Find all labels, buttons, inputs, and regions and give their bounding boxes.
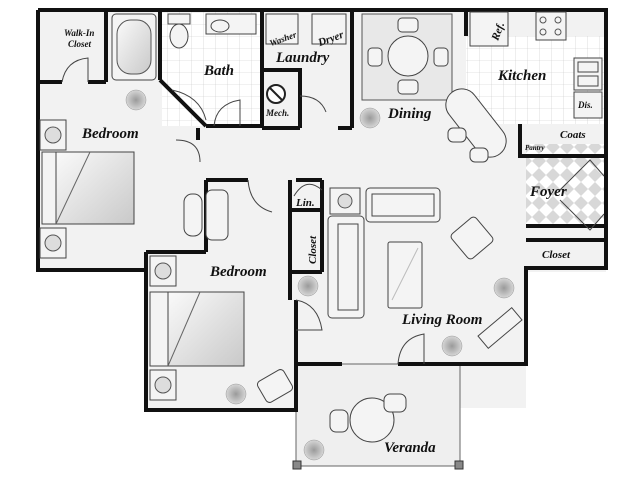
washer-box xyxy=(265,13,299,45)
mech-unit xyxy=(266,84,286,104)
coats-label: Coats xyxy=(560,129,586,141)
stove xyxy=(535,11,567,41)
veranda-posts xyxy=(292,460,464,470)
linen-label: Lin. xyxy=(295,197,315,209)
second-chair xyxy=(256,369,294,403)
mech-label: Mech. xyxy=(265,108,289,118)
master-chair xyxy=(183,189,229,241)
kitchen-label: Kitchen xyxy=(497,68,546,84)
coffee-table xyxy=(387,241,423,309)
bath-label: Bath xyxy=(203,63,234,79)
nightstand-2b xyxy=(149,369,177,401)
doors xyxy=(61,57,605,365)
dining-table xyxy=(367,17,449,95)
dryer-box xyxy=(311,13,347,45)
dishwasher-label: Dis. xyxy=(577,100,593,110)
second-bed xyxy=(149,291,245,367)
laundry-label: Laundry xyxy=(275,50,330,66)
master-bedroom-label: Bedroom xyxy=(81,126,139,142)
walls xyxy=(36,8,608,412)
foyer-label: Foyer xyxy=(529,184,567,200)
nightstand-bottom xyxy=(39,227,67,259)
walk-in-closet-label-2: Closet xyxy=(68,39,92,49)
nightstand-top xyxy=(39,119,67,151)
armchair xyxy=(450,216,494,260)
pantry-label: Pantry xyxy=(525,144,545,152)
side-table xyxy=(329,187,361,215)
veranda-table xyxy=(329,393,407,443)
kitchen-island xyxy=(445,88,507,163)
veranda-label: Veranda xyxy=(384,440,436,456)
sofa xyxy=(327,215,365,319)
toilet xyxy=(167,13,191,49)
loveseat xyxy=(365,187,441,223)
bathtub xyxy=(111,13,157,81)
sink xyxy=(205,13,257,35)
closet-right-label: Closet xyxy=(542,249,571,261)
walk-in-closet-label: Walk-In xyxy=(64,28,94,38)
dining-label: Dining xyxy=(387,106,432,122)
plants xyxy=(125,89,515,461)
nightstand-2a xyxy=(149,255,177,287)
living-room-label: Living Room xyxy=(401,312,482,328)
refrigerator xyxy=(469,11,509,47)
dishwasher xyxy=(573,91,603,119)
second-bedroom-label: Bedroom xyxy=(209,264,267,280)
tv-stand xyxy=(477,307,523,349)
kitchen-sink xyxy=(573,57,603,91)
hall-closet-label: Closet xyxy=(307,235,319,264)
master-bed xyxy=(41,151,135,225)
